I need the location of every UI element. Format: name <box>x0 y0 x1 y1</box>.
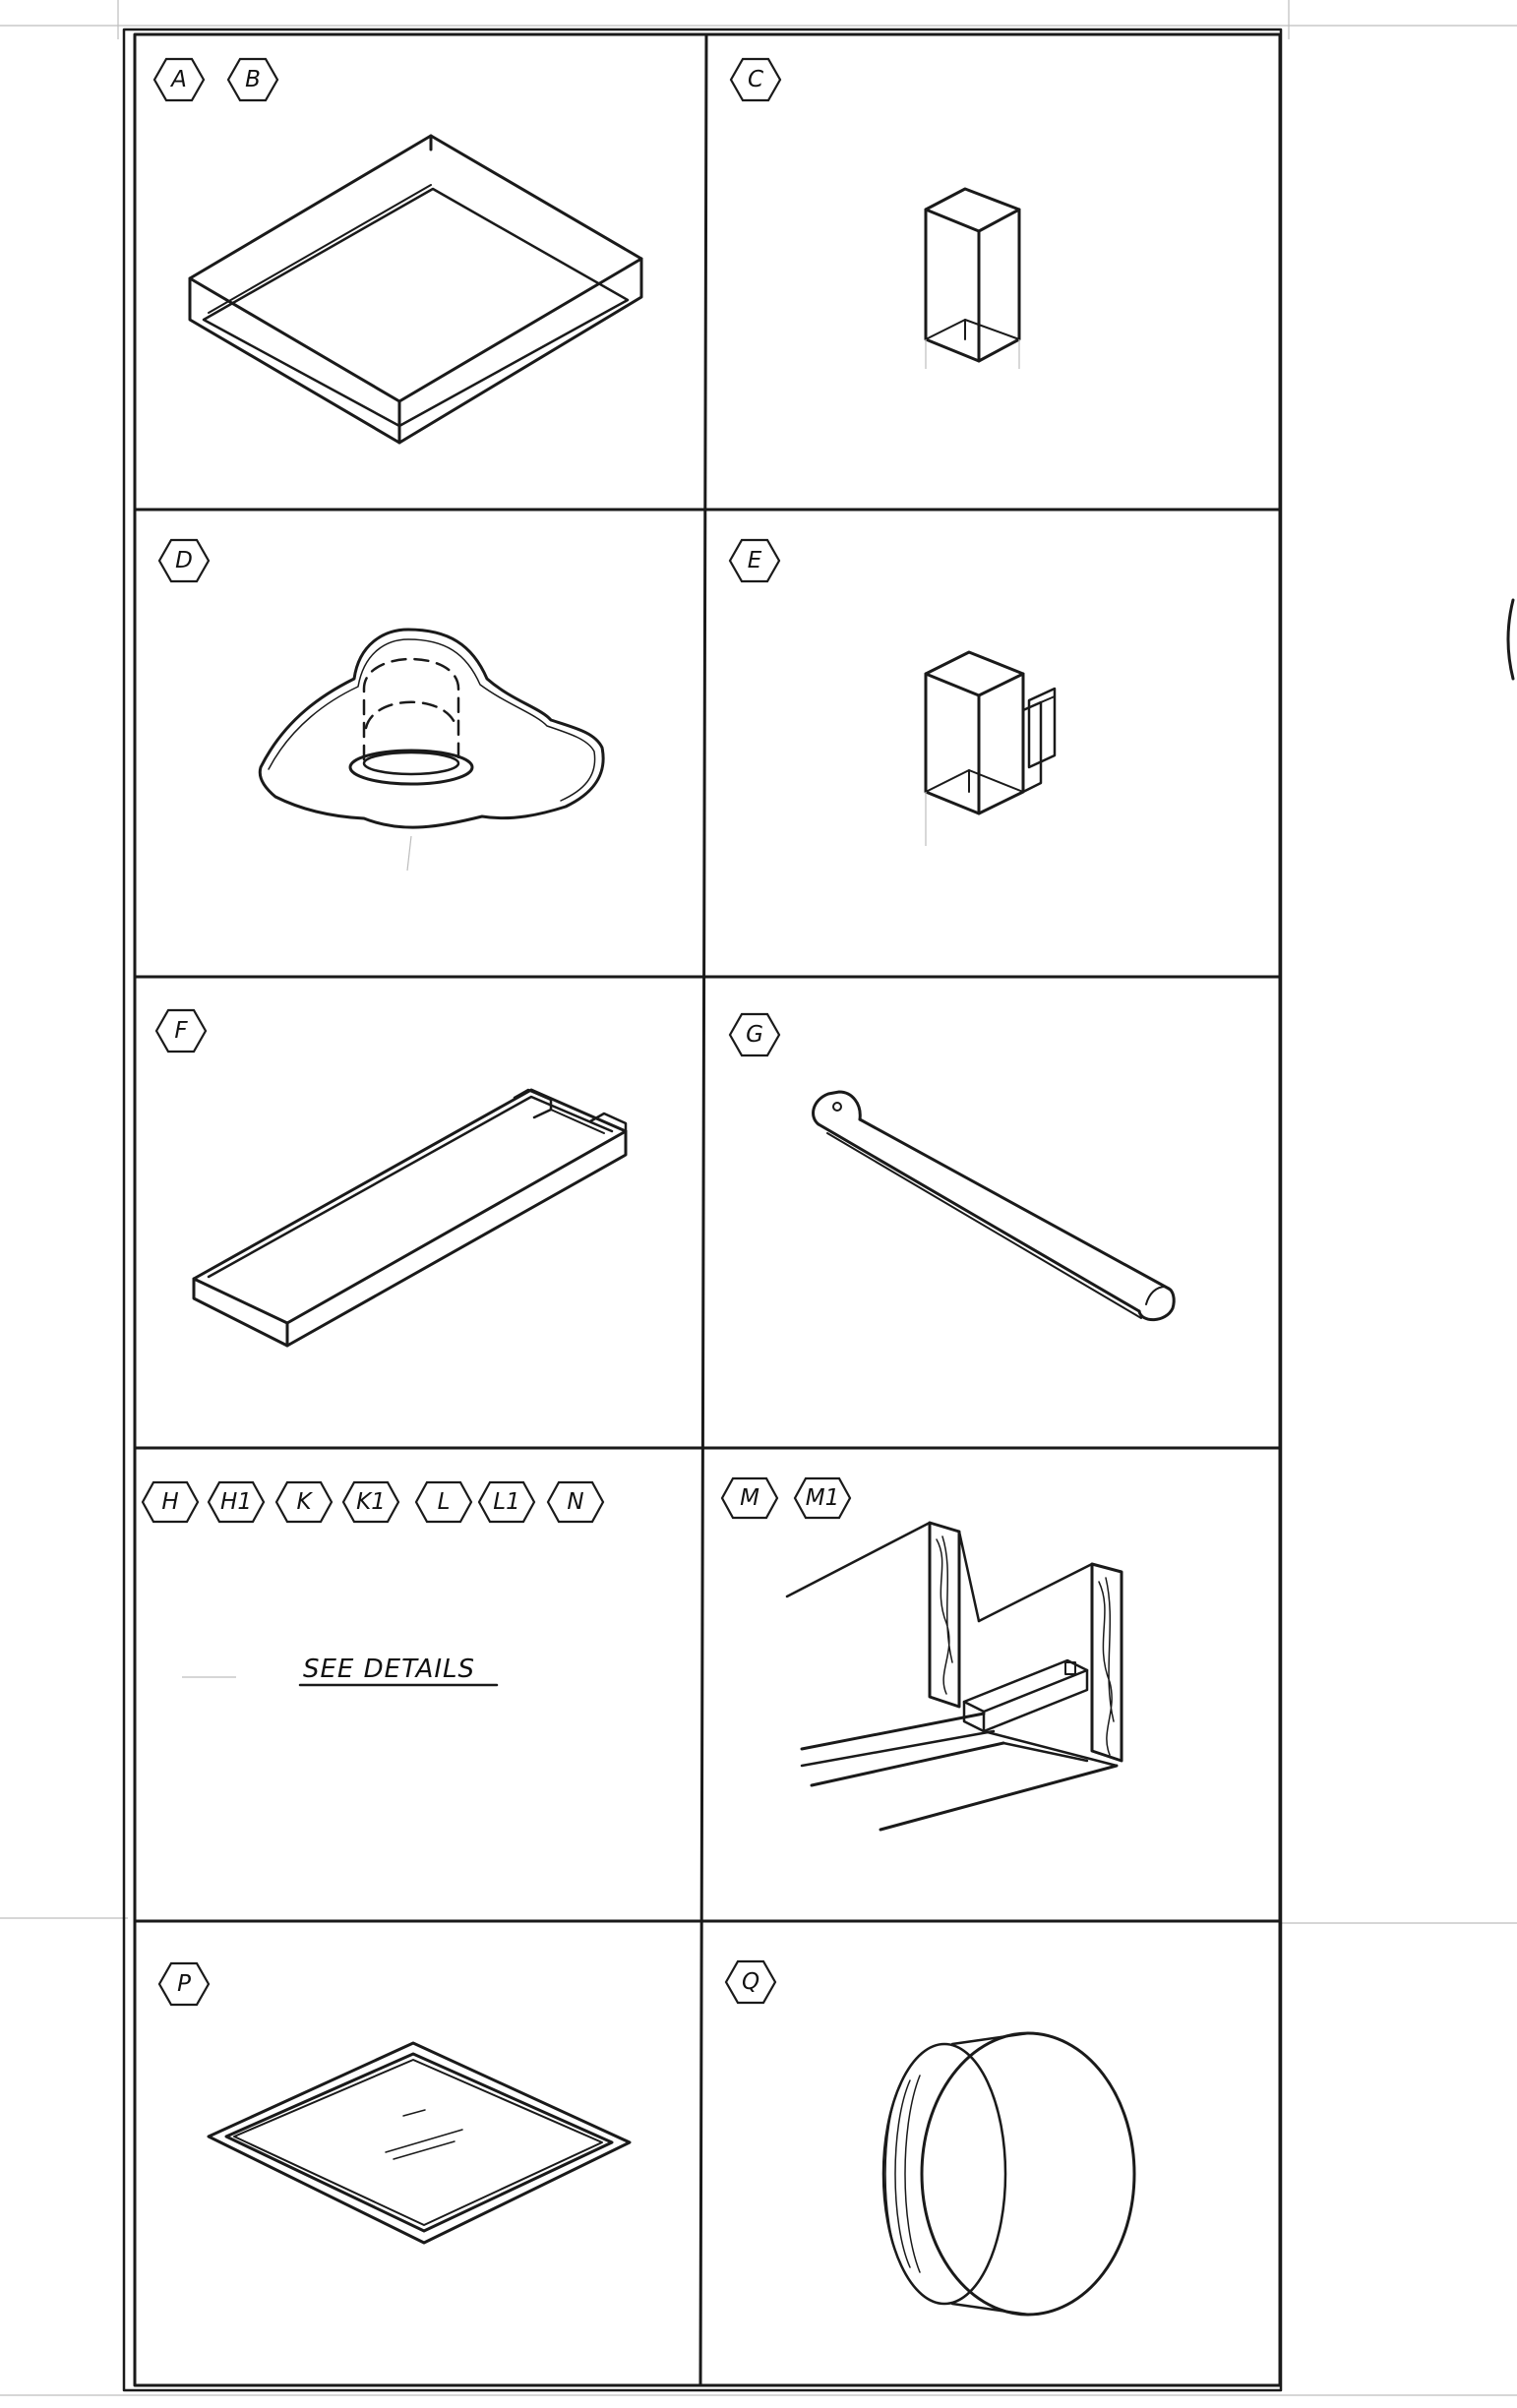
tag-label: L1 <box>493 1489 519 1515</box>
tag-label: N <box>567 1489 583 1515</box>
grid-lines <box>133 32 1282 2387</box>
tags-q: Q <box>724 1959 777 2005</box>
tags-g: G <box>728 1012 781 1057</box>
tag-hex-h1: H1 <box>207 1480 266 1524</box>
tag-label: Q <box>742 1969 759 1995</box>
tag-label: M <box>740 1485 759 1511</box>
tag-label: B <box>245 67 261 92</box>
tag-hex-l: L <box>414 1480 473 1524</box>
tag-hex-p: P <box>157 1961 211 2007</box>
fixture-ab-drawing <box>188 134 643 445</box>
tags-ab: A B <box>152 57 279 102</box>
tag-hex-e: E <box>728 538 781 583</box>
tag-label: M1 <box>806 1485 839 1511</box>
tag-hex-d: D <box>157 538 211 583</box>
tag-hex-k: K <box>274 1480 334 1524</box>
fixture-d-drawing <box>258 628 605 872</box>
fixture-q-drawing <box>881 2031 1136 2317</box>
fixture-e-drawing <box>924 650 1057 846</box>
tags-details: H H1 K K1 L L1 N <box>141 1480 605 1524</box>
tag-hex-q: Q <box>724 1959 777 2005</box>
see-details-note: SEE DETAILS <box>303 1655 475 1684</box>
tag-hex-m1: M1 <box>793 1476 852 1520</box>
tag-label: C <box>748 67 763 92</box>
tag-label: K <box>296 1489 313 1515</box>
tag-label: E <box>748 548 762 573</box>
tag-hex-n: N <box>546 1480 605 1524</box>
fixture-g-drawing <box>812 1090 1176 1322</box>
tag-label: D <box>175 548 193 573</box>
tag-hex-a: A <box>152 57 206 102</box>
tag-label: H <box>161 1489 178 1515</box>
tag-hex-g: G <box>728 1012 781 1057</box>
fixture-p-drawing <box>207 2041 632 2245</box>
tag-label: K1 <box>356 1489 386 1515</box>
tag-label: F <box>174 1018 188 1044</box>
details-cell-marks <box>182 1676 499 1687</box>
fixture-c-drawing <box>924 187 1021 369</box>
tags-d: D <box>157 538 211 583</box>
tag-label: P <box>177 1971 191 1997</box>
tag-label: L <box>438 1489 451 1515</box>
tag-label: H1 <box>220 1489 252 1515</box>
tags-c: C <box>729 57 782 102</box>
tags-f: F <box>154 1008 208 1054</box>
tags-e: E <box>728 538 781 583</box>
tag-hex-m: M <box>720 1476 779 1520</box>
fixture-m-drawing <box>785 1521 1123 1832</box>
tag-hex-c: C <box>729 57 782 102</box>
tag-hex-l1: L1 <box>477 1480 536 1524</box>
fixture-f-drawing <box>192 1088 628 1348</box>
tags-m: M M1 <box>720 1476 852 1520</box>
tag-hex-h: H <box>141 1480 200 1524</box>
tag-hex-f: F <box>154 1008 208 1054</box>
tag-hex-k1: K1 <box>341 1480 400 1524</box>
tag-label: G <box>746 1022 763 1048</box>
tags-p: P <box>157 1961 211 2007</box>
tag-label: A <box>169 67 187 92</box>
tag-hex-b: B <box>226 57 279 102</box>
